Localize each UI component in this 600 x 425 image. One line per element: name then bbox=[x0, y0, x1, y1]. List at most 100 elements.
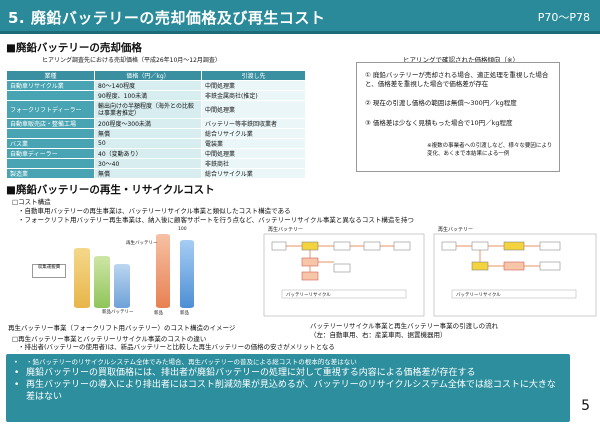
flow-node bbox=[393, 241, 411, 251]
column-header: 業種 bbox=[6, 70, 95, 81]
cost-label: 収集運搬費 bbox=[37, 265, 61, 270]
cost-difference-bullet: ・排出者(バッテリーの使用者)は、新品バッテリーと比較した再生バッテリーの価格の… bbox=[18, 343, 335, 351]
price-cell: 200程度〜300未満 bbox=[94, 118, 202, 129]
flow-bar bbox=[281, 289, 407, 299]
flow-node bbox=[363, 241, 381, 251]
industry-cell: 自動車販売店・整備工場 bbox=[6, 118, 95, 129]
price-trend-title: ヒアリングで確認された価格傾向（※） bbox=[400, 54, 522, 64]
regen-battery-label: 再生バッテリー bbox=[126, 241, 158, 246]
industry-cell: フォークリフトディーラー bbox=[6, 100, 95, 119]
flow-node bbox=[301, 241, 319, 251]
table-row: フォークリフトディーラー輸出向けの半額程度（海外との比較は事業者推定）中間処理業 bbox=[6, 100, 306, 119]
cost-structure-figure: 収集運搬費 新品バッテリー 100 新品 新品 再生バッテリー bbox=[30, 226, 220, 318]
slide-header: 5. 廃鉛バッテリーの売却価格及び再生コスト P70〜P78 bbox=[0, 0, 600, 34]
regen-battery-bar bbox=[180, 240, 194, 308]
flow-bar bbox=[451, 289, 577, 299]
price-cell: 輸出向けの半額程度（海外との比較は事業者推定） bbox=[94, 100, 202, 119]
price-cell: 40（変動あり） bbox=[94, 148, 202, 159]
destination-cell: 中間処理業 bbox=[201, 80, 306, 91]
new-battery-bar bbox=[156, 234, 170, 308]
price-cell: 80〜140程度 bbox=[94, 80, 202, 91]
summary-item: ・鉛バッテリーのリサイクルシステム全体でみた場合、再生バッテリーの普及による総コ… bbox=[14, 358, 562, 367]
trend-item: ③ 価格差は少なく見積もった場合で10円／kg程度 bbox=[365, 119, 513, 127]
flow-footer-left: バッテリーリサイクル bbox=[286, 292, 331, 298]
new-battery-label: 新品バッテリー bbox=[102, 310, 134, 315]
right-figure-caption-2: （左：自動車用、右：産業車両、据置機器用） bbox=[310, 331, 447, 339]
destination-cell: 非鉄金属商社(推定) bbox=[201, 90, 306, 101]
price-table-header: 業種 価格（円／kg） 引渡し先 bbox=[6, 70, 306, 81]
trend-item: ① 廃鉛バッテリーが売却される場合、適正処理を重視した場合と、価格差を重視した場… bbox=[365, 71, 549, 88]
table-row: 90程度、100未満非鉄金属商社(推定) bbox=[6, 90, 306, 101]
flow-node bbox=[333, 241, 351, 251]
table-row: 製造業無償総合リサイクル業 bbox=[6, 168, 306, 179]
flow-node bbox=[441, 241, 457, 251]
column-header: 価格（円／kg） bbox=[94, 70, 202, 81]
flow-title-left: 再生バッテリー bbox=[268, 226, 303, 233]
industry-cell: 製造業 bbox=[6, 168, 95, 179]
flow-node bbox=[471, 241, 489, 251]
flow-node bbox=[301, 257, 319, 267]
price-cell: 90程度、100未満 bbox=[94, 90, 202, 101]
right-figure-caption-1: バッテリーリサイクル事業と再生バッテリー事業の引渡しの流れ bbox=[310, 322, 499, 330]
flow-node bbox=[301, 271, 319, 281]
price-cell: 無償 bbox=[94, 168, 202, 179]
recycle-section-heading: ■廃鉛バッテリーの再生・リサイクルコスト bbox=[6, 184, 215, 196]
cost-structure-subheading: □コスト構造 bbox=[12, 198, 51, 206]
page-number: 5 bbox=[581, 398, 590, 414]
flow-node bbox=[271, 241, 287, 251]
industry-cell: バス業 bbox=[6, 138, 95, 149]
cost-structure-bullet: ・フォークリフト用バッテリー再生事業は、納入後に顧客サポートを行う点など、バッテ… bbox=[18, 216, 414, 224]
destination-cell: 総合リサイクル業 bbox=[201, 168, 306, 179]
summary-list: ・鉛バッテリーのリサイクルシステム全体でみた場合、再生バッテリーの普及による総コ… bbox=[6, 354, 570, 407]
flow-diagram-svg: 再生バッテリー 再生バッテリー バッテリーリサイクル バッテリーリサイクル bbox=[263, 226, 597, 317]
destination-cell: 中間処理業 bbox=[201, 100, 306, 119]
trend-note: ※複数の事業者への引渡しなど、様々な要因により変化、あくまで本結果による一例 bbox=[427, 143, 553, 157]
table-row: 無償総合リサイクル業 bbox=[6, 128, 306, 139]
stacked-bar bbox=[74, 248, 90, 308]
survey-note: ヒアリング調査先における売却価格（平成26年10月〜12月調査） bbox=[42, 57, 221, 64]
price-section-heading: ■廃鉛バッテリーの売却価格 bbox=[6, 42, 142, 54]
cost-label-box: 収集運搬費 bbox=[32, 264, 66, 278]
destination-cell: バッテリー等非鉄回収業者 bbox=[201, 118, 306, 129]
industry-cell bbox=[6, 128, 95, 139]
bar-label-a: 新品 bbox=[154, 311, 163, 316]
stacked-bar bbox=[114, 264, 130, 308]
price-cell: 50 bbox=[94, 138, 202, 149]
cost-difference-subheading: □再生バッテリー事業とバッテリーリサイクル事業のコストの違い bbox=[12, 335, 207, 343]
flow-arrows bbox=[456, 245, 540, 267]
industry-cell bbox=[6, 158, 95, 169]
industry-cell: 自動車ディーラー bbox=[6, 148, 95, 159]
flow-diagram: 再生バッテリー 再生バッテリー バッテリーリサイクル バッテリーリサイクル bbox=[262, 224, 598, 320]
destination-cell: 総合リサイクル業 bbox=[201, 128, 306, 139]
price-trend-box: ① 廃鉛バッテリーが売却される場合、適正処理を重視した場合と、価格差を重視した場… bbox=[356, 62, 560, 172]
trend-item: ② 現在の引渡し価格の範囲は無償〜300円／kg程度 bbox=[365, 99, 517, 107]
page-reference: P70〜P78 bbox=[537, 11, 590, 24]
stacked-bar bbox=[94, 256, 110, 308]
flow-title-right: 再生バッテリー bbox=[438, 226, 473, 233]
price-cell: 30〜40 bbox=[94, 158, 202, 169]
flow-footer-right: バッテリーリサイクル bbox=[456, 292, 501, 298]
value-top-label: 100 bbox=[178, 227, 187, 232]
flow-node bbox=[503, 241, 525, 251]
flow-node bbox=[503, 261, 525, 271]
cost-structure-bullet: ・自動車用バッテリーの再生事業は、バッテリーリサイクル事業と類似したコスト構造で… bbox=[18, 207, 291, 215]
destination-cell: 中間処理業 bbox=[201, 148, 306, 159]
flow-node bbox=[539, 241, 561, 251]
summary-item: 廃鉛バッテリーの買取価格には、排出者が廃鉛バッテリーの処理に対して重視する内容に… bbox=[14, 367, 562, 379]
slide-title: 5. 廃鉛バッテリーの売却価格及び再生コスト bbox=[8, 9, 326, 27]
bar-label-b: 新品 bbox=[180, 311, 189, 316]
flow-node bbox=[333, 263, 351, 273]
flow-node bbox=[471, 261, 489, 271]
flow-node bbox=[539, 261, 561, 271]
industry-cell: 自動車リサイクル業 bbox=[6, 80, 95, 91]
industry-cell bbox=[6, 90, 95, 101]
destination-cell: 非鉄商社 bbox=[201, 158, 306, 169]
summary-item: 再生バッテリーの導入により排出者にはコスト削減効果が見込めるが、バッテリーのリサ… bbox=[14, 379, 562, 403]
summary-box: ・鉛バッテリーのリサイクルシステム全体でみた場合、再生バッテリーの普及による総コ… bbox=[6, 354, 570, 422]
